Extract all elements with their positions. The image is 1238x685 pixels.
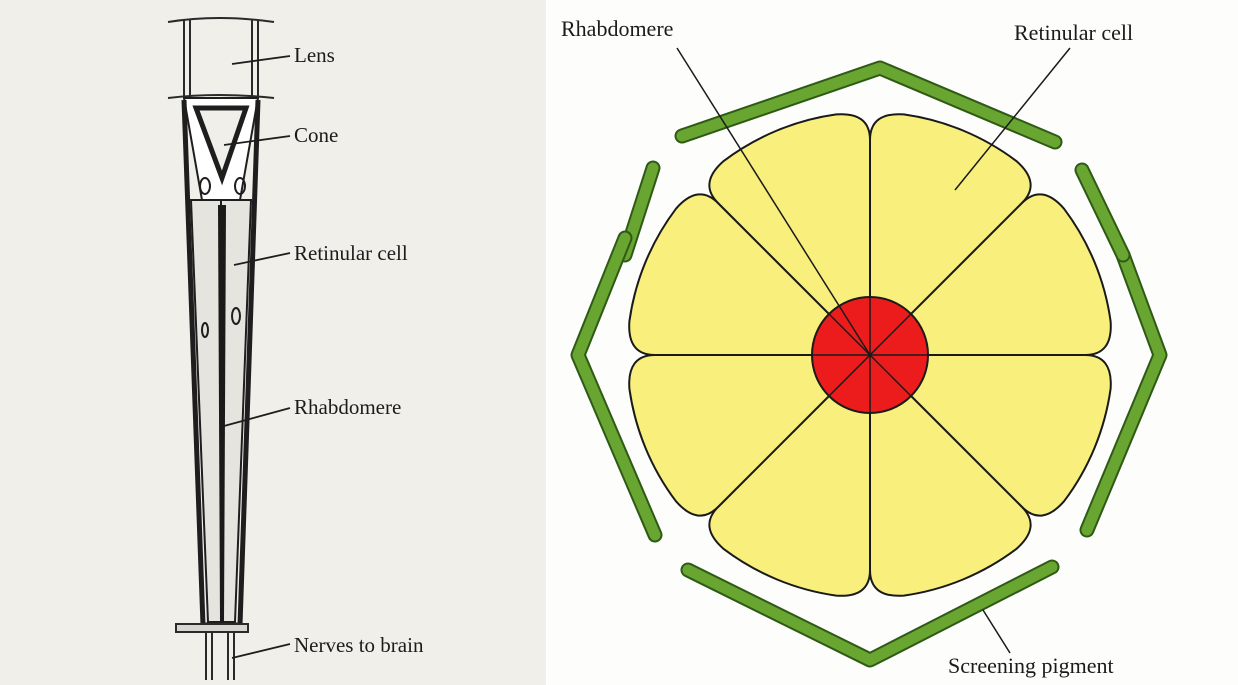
screening-pigment-bar-outline: [688, 567, 1052, 660]
ommatidium-longitudinal-diagram: Lens Cone Retinular cell Rhabdomere Nerv…: [0, 0, 548, 685]
cone-drawing: [184, 98, 258, 200]
screening-pigment-bar: [1082, 170, 1123, 255]
rhabdomere-right-label: Rhabdomere: [561, 16, 673, 41]
screening-pigment-bar: [688, 567, 1052, 660]
retinular-cell-right-label: Retinular cell: [1014, 20, 1133, 45]
rhabdomere-label: Rhabdomere: [294, 395, 401, 419]
cone-label: Cone: [294, 123, 338, 147]
nerves-label: Nerves to brain: [294, 633, 424, 657]
ommatidium-cross-section-diagram: Rhabdomere Retinular cell Screening pigm…: [548, 0, 1238, 685]
ommatidium-cross-section-panel: Rhabdomere Retinular cell Screening pigm…: [548, 0, 1238, 685]
ommatidium-longitudinal-panel: Lens Cone Retinular cell Rhabdomere Nerv…: [0, 0, 548, 685]
lens-label: Lens: [294, 43, 335, 67]
retinular-cell-label: Retinular cell: [294, 241, 408, 265]
nerves-drawing: [176, 624, 248, 680]
screening-pigment-label: Screening pigment: [948, 653, 1114, 678]
lens-drawing: [168, 18, 274, 98]
